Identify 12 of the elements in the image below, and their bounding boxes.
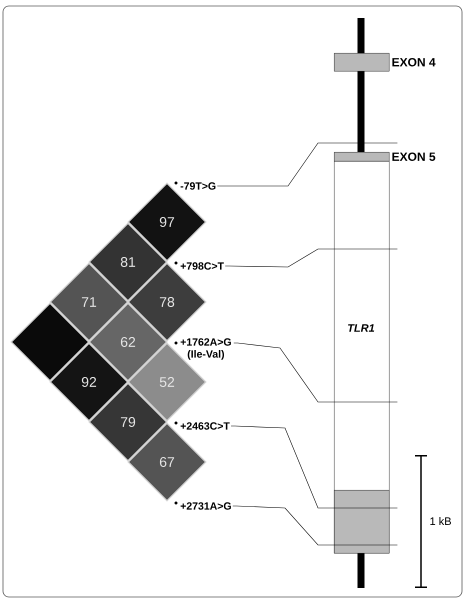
leader-line: [230, 426, 398, 508]
exon-box: EXON 4: [334, 53, 436, 72]
exon-box: EXON 5: [334, 152, 436, 162]
snp-label: +2731A>G: [174, 502, 231, 510]
node-label: EXON 4: [392, 58, 436, 66]
leader-line: [224, 248, 398, 268]
exon-region: [334, 490, 390, 554]
leader-line: [233, 342, 398, 402]
leader-line: [216, 142, 398, 186]
leader-line: [232, 506, 398, 546]
node-label: EXON 5: [392, 152, 436, 161]
scale-label: 1 kB: [430, 517, 451, 525]
